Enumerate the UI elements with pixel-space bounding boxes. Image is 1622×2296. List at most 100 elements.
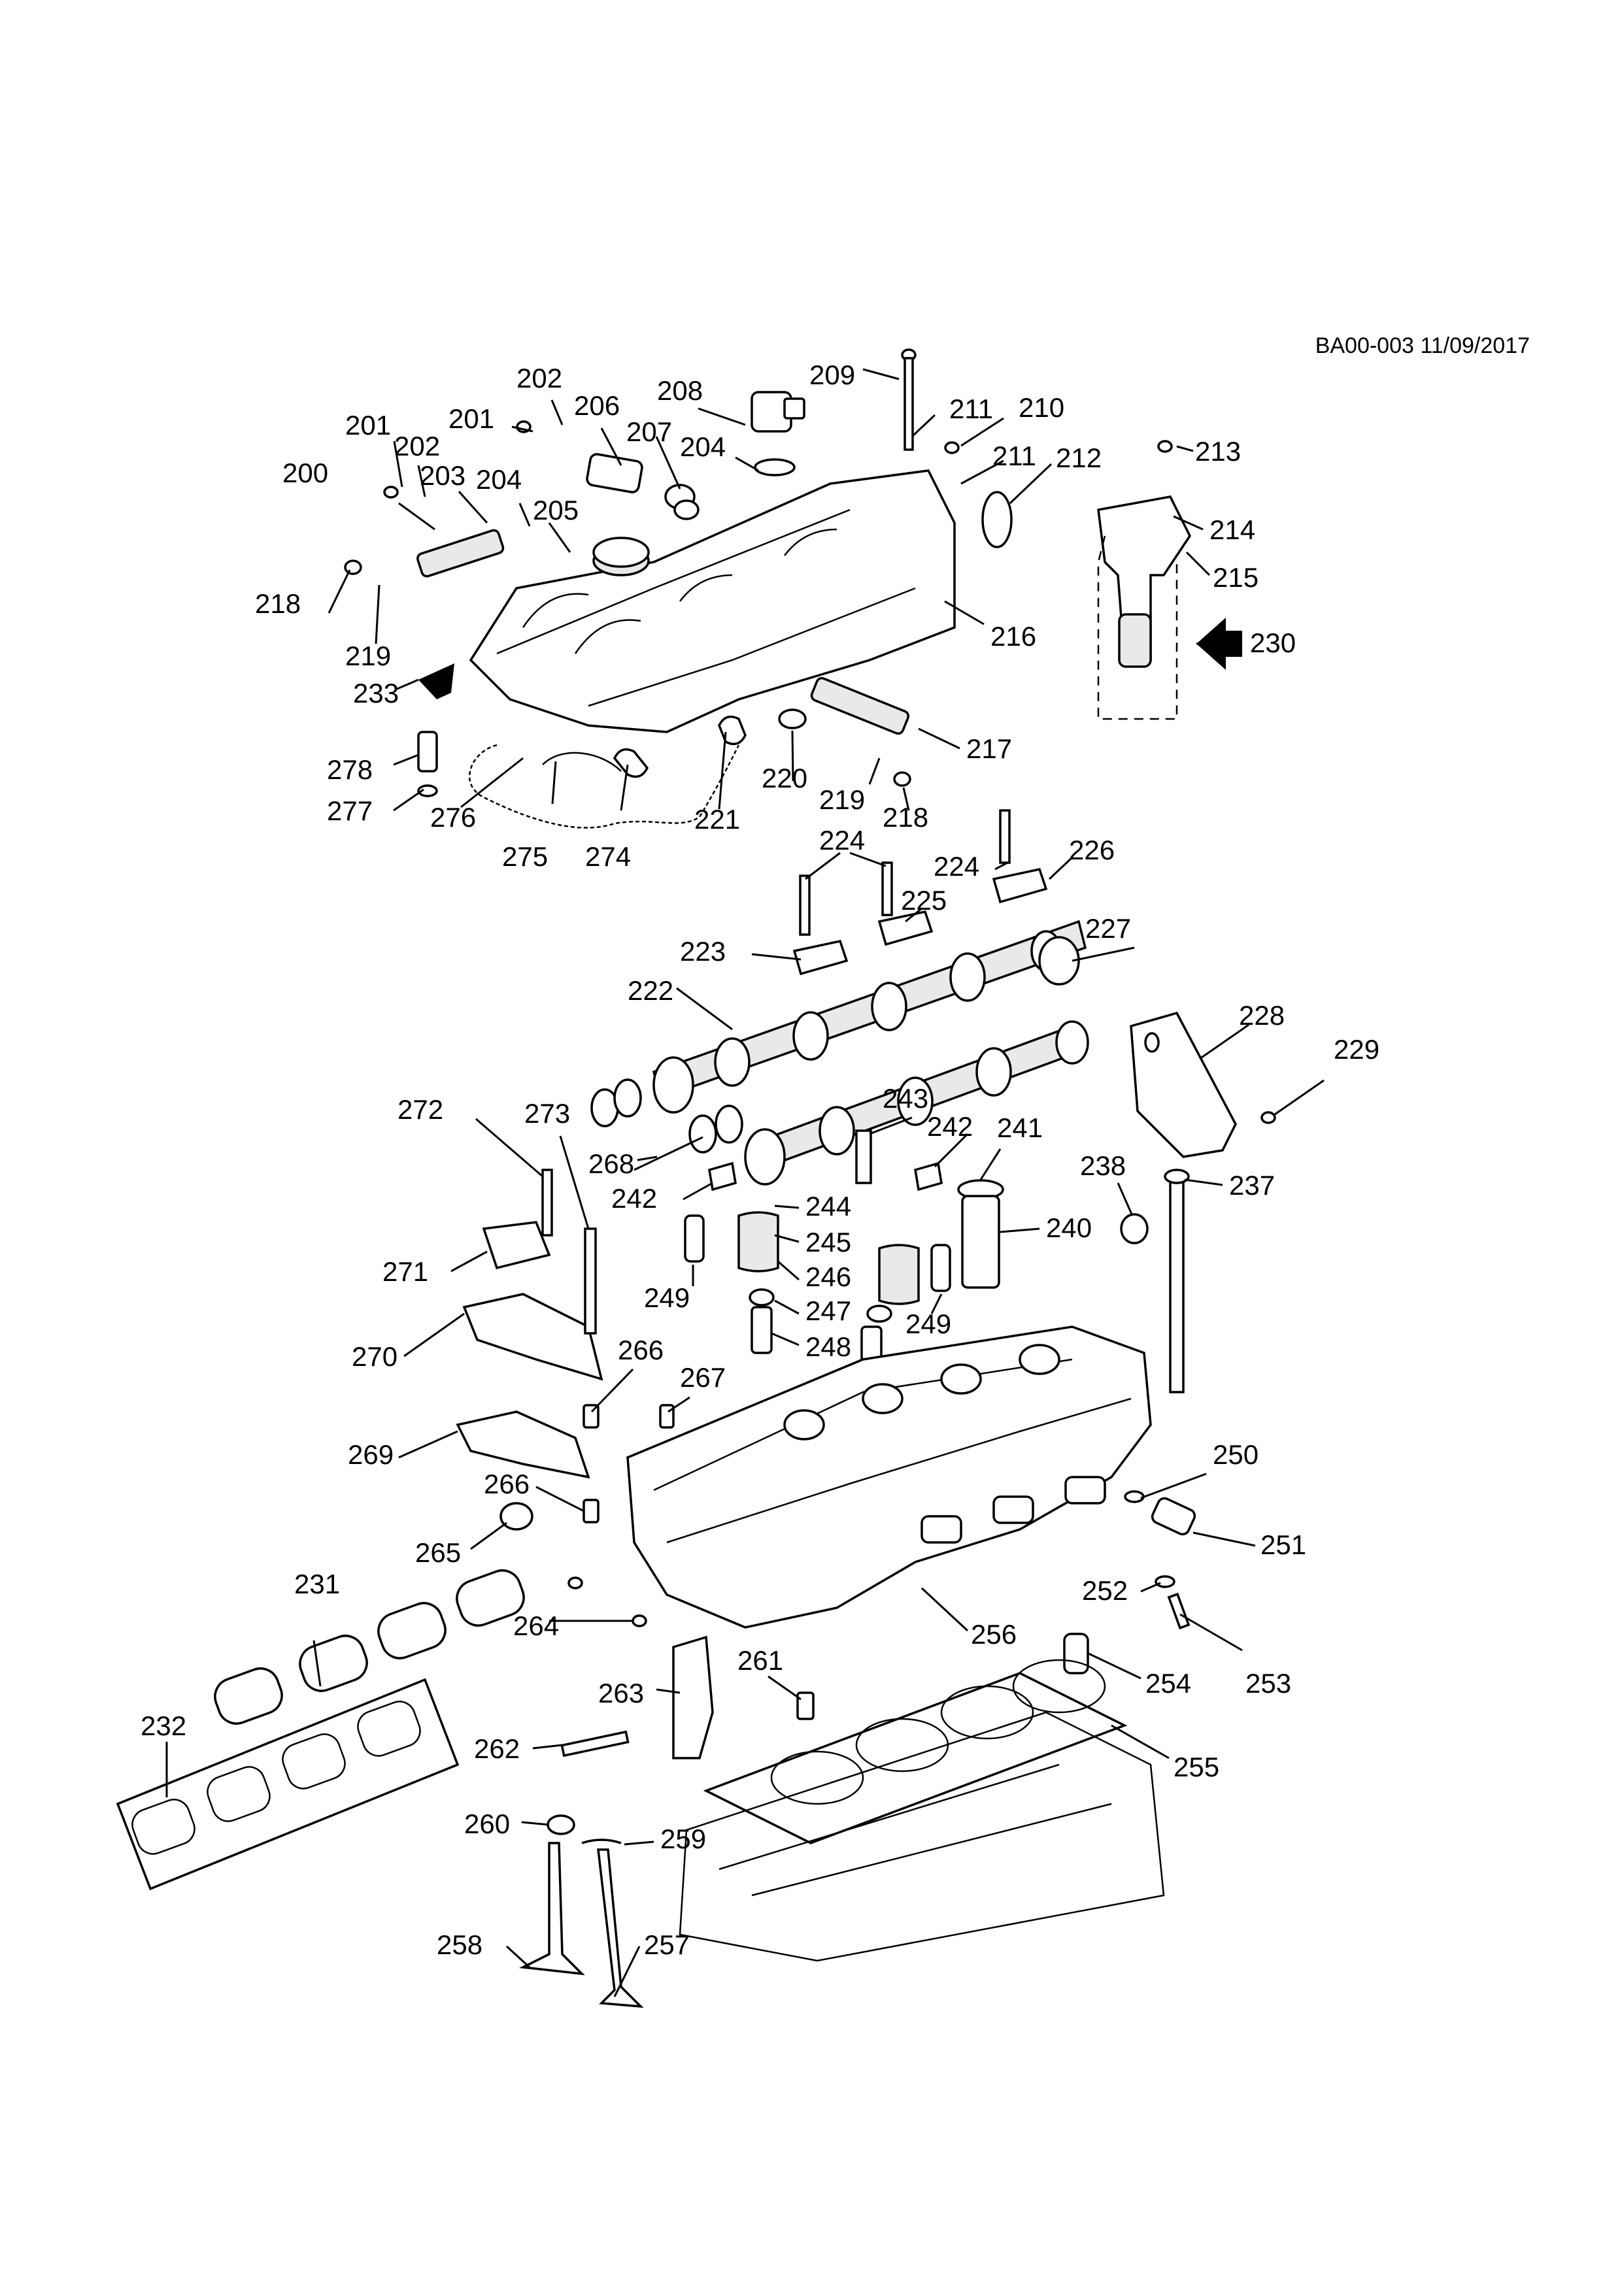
- callout-218: 218: [255, 588, 301, 619]
- callout-216: 216: [990, 621, 1036, 652]
- callout-218: 218: [883, 802, 928, 833]
- callout-221: 221: [694, 804, 740, 835]
- callout-272: 272: [397, 1094, 443, 1125]
- valve-guide-248: [751, 1306, 773, 1354]
- intake-camshaft: [652, 920, 1087, 1114]
- callout-248: 248: [805, 1331, 851, 1362]
- callout-204: 204: [476, 464, 522, 495]
- spark-plug-tube: [961, 1195, 1000, 1289]
- callout-223: 223: [680, 936, 726, 967]
- callout-226: 226: [1069, 835, 1115, 865]
- callout-263: 263: [598, 1678, 644, 1708]
- callout-262: 262: [474, 1733, 520, 1764]
- callout-201: 201: [448, 403, 494, 434]
- bolt-253: [1167, 1592, 1191, 1630]
- callout-249: 249: [644, 1282, 690, 1313]
- callout-252: 252: [1082, 1575, 1128, 1606]
- callout-219: 219: [345, 641, 391, 671]
- drawing-reference: BA00-003 11/09/2017: [1315, 333, 1530, 358]
- callout-242: 242: [927, 1111, 973, 1142]
- valve-seal-247: [749, 1288, 775, 1306]
- callout-250: 250: [1213, 1439, 1259, 1470]
- callout-255: 255: [1174, 1752, 1219, 1782]
- callout-204: 204: [680, 431, 726, 462]
- seal-250: [1124, 1490, 1145, 1503]
- intake-gasket-232: [116, 1678, 460, 1891]
- chain-tensioner: [417, 731, 438, 773]
- bearing-cap-223: [792, 939, 849, 976]
- callout-202: 202: [516, 363, 562, 393]
- lash-adjuster-249b: [930, 1244, 951, 1292]
- callout-245: 245: [805, 1227, 851, 1257]
- callout-213: 213: [1195, 436, 1241, 467]
- callout-210: 210: [1019, 392, 1064, 423]
- callout-222: 222: [628, 975, 673, 1006]
- plug-265: [499, 1502, 533, 1531]
- callout-242: 242: [611, 1183, 657, 1214]
- dowel-254: [1063, 1633, 1089, 1674]
- keeper-259: [581, 1838, 622, 1844]
- seal-268d: [715, 1105, 743, 1144]
- leader-lines: [165, 368, 1325, 1997]
- valve-seal-right: [866, 1305, 892, 1323]
- bolt-224a: [799, 874, 811, 936]
- callout-201: 201: [345, 410, 391, 441]
- callout-247: 247: [805, 1295, 851, 1326]
- callout-253: 253: [1245, 1668, 1291, 1699]
- camshaft-sprocket-end: [1038, 936, 1080, 986]
- callout-227: 227: [1085, 913, 1131, 944]
- cam-cap-271: [482, 1221, 551, 1270]
- timing-chain: [469, 715, 747, 829]
- bolt-218b: [893, 771, 911, 787]
- bearing-cap-225: [877, 910, 934, 946]
- valve-257: [597, 1848, 644, 2008]
- callout-257: 257: [644, 1929, 690, 1960]
- head-gasket: [703, 1659, 1128, 1844]
- callout-230: 230: [1250, 627, 1296, 658]
- plug-264a: [567, 1576, 583, 1589]
- bolt-229: [1260, 1111, 1276, 1124]
- chain-guide-bolt: [778, 708, 807, 729]
- callout-229: 229: [1334, 1034, 1379, 1065]
- bolt-201b: [383, 486, 399, 499]
- bracket-228: [1130, 1011, 1237, 1158]
- callout-256: 256: [971, 1619, 1017, 1650]
- bolt-272: [541, 1169, 553, 1237]
- callout-264: 264: [513, 1610, 559, 1641]
- callout-278: 278: [327, 754, 373, 785]
- callout-203: 203: [420, 460, 465, 491]
- callout-266: 266: [484, 1469, 530, 1499]
- intake-gasket-231: [214, 1569, 525, 1725]
- callout-266: 266: [618, 1335, 664, 1365]
- callout-225: 225: [901, 885, 947, 916]
- dowel-266a: [583, 1404, 600, 1429]
- callout-238: 238: [1080, 1150, 1126, 1181]
- plug-238: [1120, 1213, 1149, 1244]
- retainer-260: [547, 1814, 575, 1835]
- seal-268b: [613, 1078, 642, 1118]
- callout-209: 209: [809, 359, 855, 390]
- callout-215: 215: [1213, 562, 1259, 593]
- bolt-213: [1157, 440, 1173, 453]
- rocker-arm-242b: [914, 1161, 943, 1191]
- callout-200: 200: [282, 458, 328, 488]
- oil-control-valve-right: [810, 676, 910, 735]
- bolt-273: [584, 1227, 597, 1335]
- valve-spring-246: [737, 1211, 779, 1273]
- callout-217: 217: [966, 733, 1012, 764]
- callout-219: 219: [819, 784, 865, 815]
- callout-273: 273: [524, 1098, 570, 1129]
- cam-sensor-left: [586, 453, 700, 520]
- lash-adjuster-249a: [684, 1214, 705, 1263]
- valve-spring-right: [878, 1244, 920, 1305]
- valve-258: [518, 1842, 585, 1976]
- dowel-261: [796, 1691, 815, 1720]
- tensioner-washer: [417, 784, 438, 797]
- callout-233: 233: [353, 678, 399, 708]
- spark-plug: [855, 1129, 872, 1184]
- callout-268: 268: [588, 1148, 634, 1179]
- bolt-224c: [999, 809, 1011, 864]
- callout-251: 251: [1260, 1529, 1306, 1560]
- cam-carrier-269: [456, 1410, 590, 1479]
